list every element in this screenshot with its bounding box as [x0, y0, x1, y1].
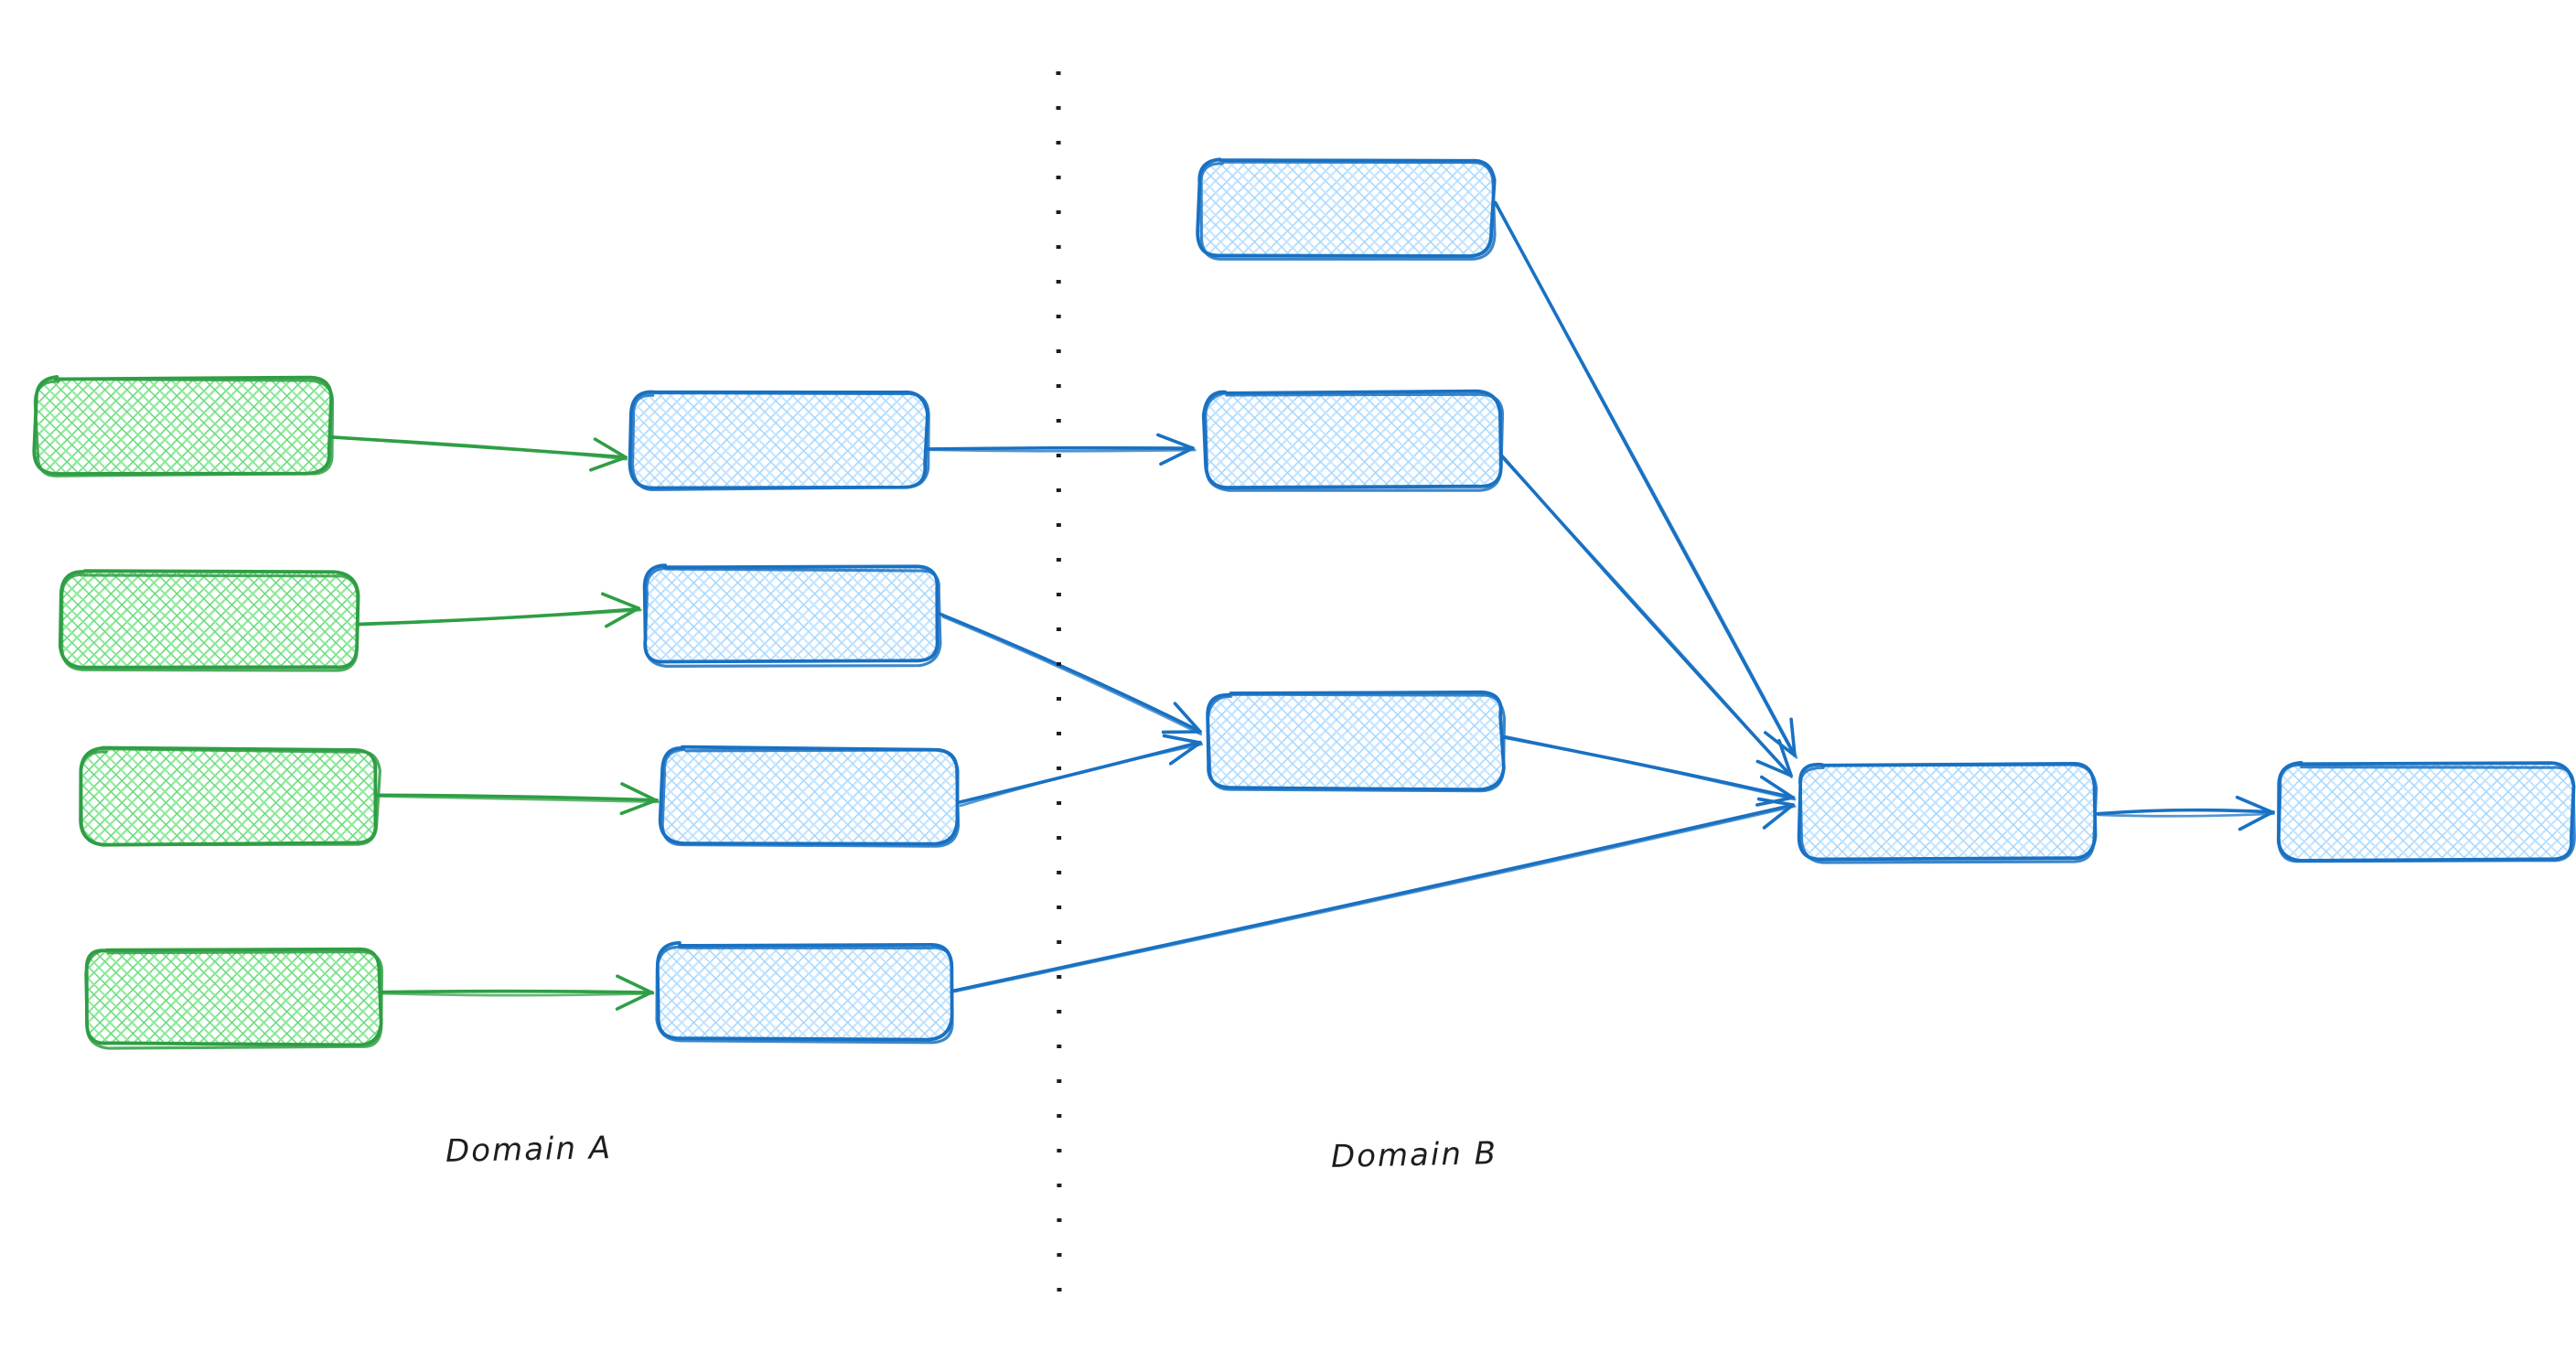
domain-b-label: Domain B	[1330, 1135, 1498, 1175]
nodes-layer	[32, 157, 2576, 1050]
node-outline	[655, 945, 954, 1045]
node-outline	[2277, 763, 2576, 863]
arrow-a2-to-b2	[355, 592, 642, 628]
node-outline	[79, 747, 381, 847]
node-b1[interactable]	[628, 390, 930, 491]
divider-layer	[1056, 70, 1062, 1292]
node-fill	[2278, 764, 2572, 859]
node-outline	[84, 949, 384, 1050]
node-outline	[33, 377, 335, 477]
node-fill	[81, 748, 377, 843]
edges-layer	[327, 200, 2275, 1011]
node-fill	[35, 378, 330, 473]
arrow-a4-to-b4	[379, 974, 655, 1011]
node-outline	[630, 391, 930, 491]
node-e1[interactable]	[2276, 760, 2576, 863]
node-a4[interactable]	[84, 947, 384, 1050]
arrow-d1-to-e1	[2096, 795, 2275, 831]
node-outline	[1206, 692, 1507, 793]
arrow-c1-to-d1	[1493, 200, 1798, 759]
node-a1[interactable]	[32, 375, 335, 477]
node-fill	[85, 949, 381, 1045]
arrow-a1-to-b1	[327, 435, 628, 472]
node-outline	[1201, 389, 1503, 490]
node-fill	[61, 573, 357, 668]
node-outline	[1204, 391, 1505, 492]
arrow-b4-to-d1	[950, 797, 1797, 993]
arrow-b2-to-c3	[938, 612, 1203, 736]
node-outline	[1798, 763, 2098, 864]
node-b3[interactable]	[658, 745, 961, 848]
domain-divider	[1056, 70, 1062, 1292]
node-fill	[1205, 391, 1499, 487]
node-c2[interactable]	[1201, 389, 1505, 492]
node-b4[interactable]	[655, 940, 954, 1045]
node-outline	[643, 566, 942, 668]
node-fill	[1208, 693, 1502, 788]
node-outline	[660, 747, 961, 848]
node-fill	[1799, 764, 2094, 859]
node-outline	[1199, 160, 1497, 261]
node-fill	[661, 748, 956, 843]
arrow-c2-to-d1	[1500, 454, 1793, 778]
node-c1[interactable]	[1196, 157, 1497, 261]
node-fill	[644, 567, 939, 662]
arrow-b3-to-c3	[956, 734, 1204, 808]
node-d1[interactable]	[1797, 761, 2098, 864]
node-outline	[60, 573, 360, 672]
node-fill	[631, 391, 926, 487]
node-fill	[657, 944, 951, 1039]
node-c3[interactable]	[1206, 690, 1507, 793]
arrow-b1-to-c2	[926, 433, 1197, 466]
domain-a-label: Domain A	[445, 1130, 613, 1170]
node-a2[interactable]	[58, 569, 360, 672]
arrow-a3-to-b3	[374, 782, 660, 816]
node-a3[interactable]	[79, 745, 381, 847]
node-b2[interactable]	[642, 563, 942, 668]
arrow-c3-to-d1	[1501, 734, 1797, 807]
node-fill	[1198, 160, 1493, 255]
